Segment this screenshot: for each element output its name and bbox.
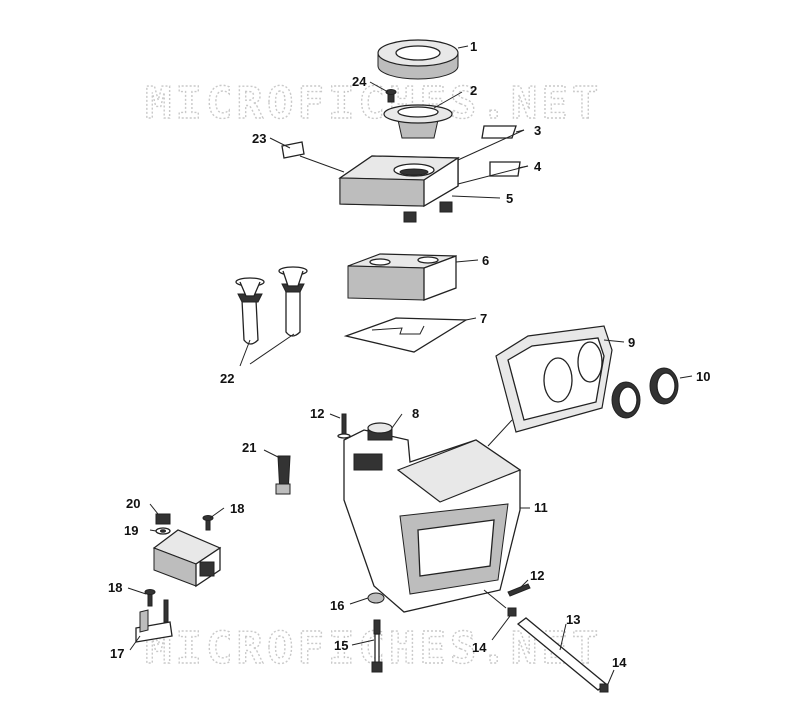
part-11-airbox-lower: [343, 429, 522, 613]
callout-13: 13: [566, 612, 580, 627]
part-17-bracket: [135, 599, 173, 643]
callout-8: 8: [412, 406, 419, 421]
callout-10: 10: [696, 369, 710, 384]
part-18-screw-upper: [202, 515, 214, 531]
part-4-decal: [489, 161, 521, 177]
callout-14-lower: 14: [612, 655, 627, 670]
part-23-decal: [281, 141, 305, 159]
part-19-washer: [155, 527, 171, 535]
part-3-decal: [481, 125, 517, 139]
part-18-screw-lower: [144, 589, 156, 607]
callout-labels: 1 24 2 3 4 5 23 6 7 22 9 10 8 12 21 11 2…: [108, 39, 710, 670]
part-12-bolt-lower: [507, 583, 531, 597]
callout-3: 3: [534, 123, 541, 138]
callout-18-lower: 18: [108, 580, 122, 595]
part-22-intake-boots: [235, 266, 308, 345]
part-20-nut: [155, 513, 171, 525]
callout-7: 7: [480, 311, 487, 326]
callout-1: 1: [470, 39, 477, 54]
callout-18-upper: 18: [230, 501, 244, 516]
part-9-frame-gasket: [495, 325, 613, 433]
callout-21: 21: [242, 440, 256, 455]
part-2-adapter: [383, 104, 453, 139]
callout-4: 4: [534, 159, 542, 174]
part-6-foam-block: [347, 253, 457, 301]
callout-6: 6: [482, 253, 489, 268]
part-21-clip: [275, 455, 291, 495]
part-1-foam-ring: [377, 39, 459, 80]
part-15-drain-valve: [371, 619, 383, 673]
leader-lines: [127, 45, 693, 685]
callout-5: 5: [506, 191, 513, 206]
callout-11: 11: [534, 500, 548, 515]
part-12-bolt-upper: [337, 413, 351, 439]
part-16-plug: [367, 592, 385, 604]
callout-17: 17: [110, 646, 124, 661]
part-10-rings: [611, 367, 679, 419]
controller-module: [152, 529, 222, 588]
part-14-clamp-lower: [599, 683, 609, 693]
part-8-cap: [367, 422, 393, 441]
part-14-clamp-upper: [507, 607, 517, 617]
callout-9: 9: [628, 335, 635, 350]
watermark-top: MICROFICHES.NET: [145, 78, 602, 129]
callout-23: 23: [252, 131, 266, 146]
callout-2: 2: [470, 83, 477, 98]
callout-20: 20: [126, 496, 140, 511]
part-5-airbox-cover: [338, 155, 460, 223]
part-24-screw: [385, 89, 397, 103]
callout-24: 24: [352, 74, 367, 89]
part-7-gasket: [343, 317, 469, 353]
callout-15: 15: [334, 638, 348, 653]
callout-12-upper: 12: [310, 406, 324, 421]
callout-16: 16: [330, 598, 344, 613]
callout-19: 19: [124, 523, 138, 538]
callout-22: 22: [220, 371, 234, 386]
callout-12-lower: 12: [530, 568, 544, 583]
callout-14-upper: 14: [472, 640, 487, 655]
